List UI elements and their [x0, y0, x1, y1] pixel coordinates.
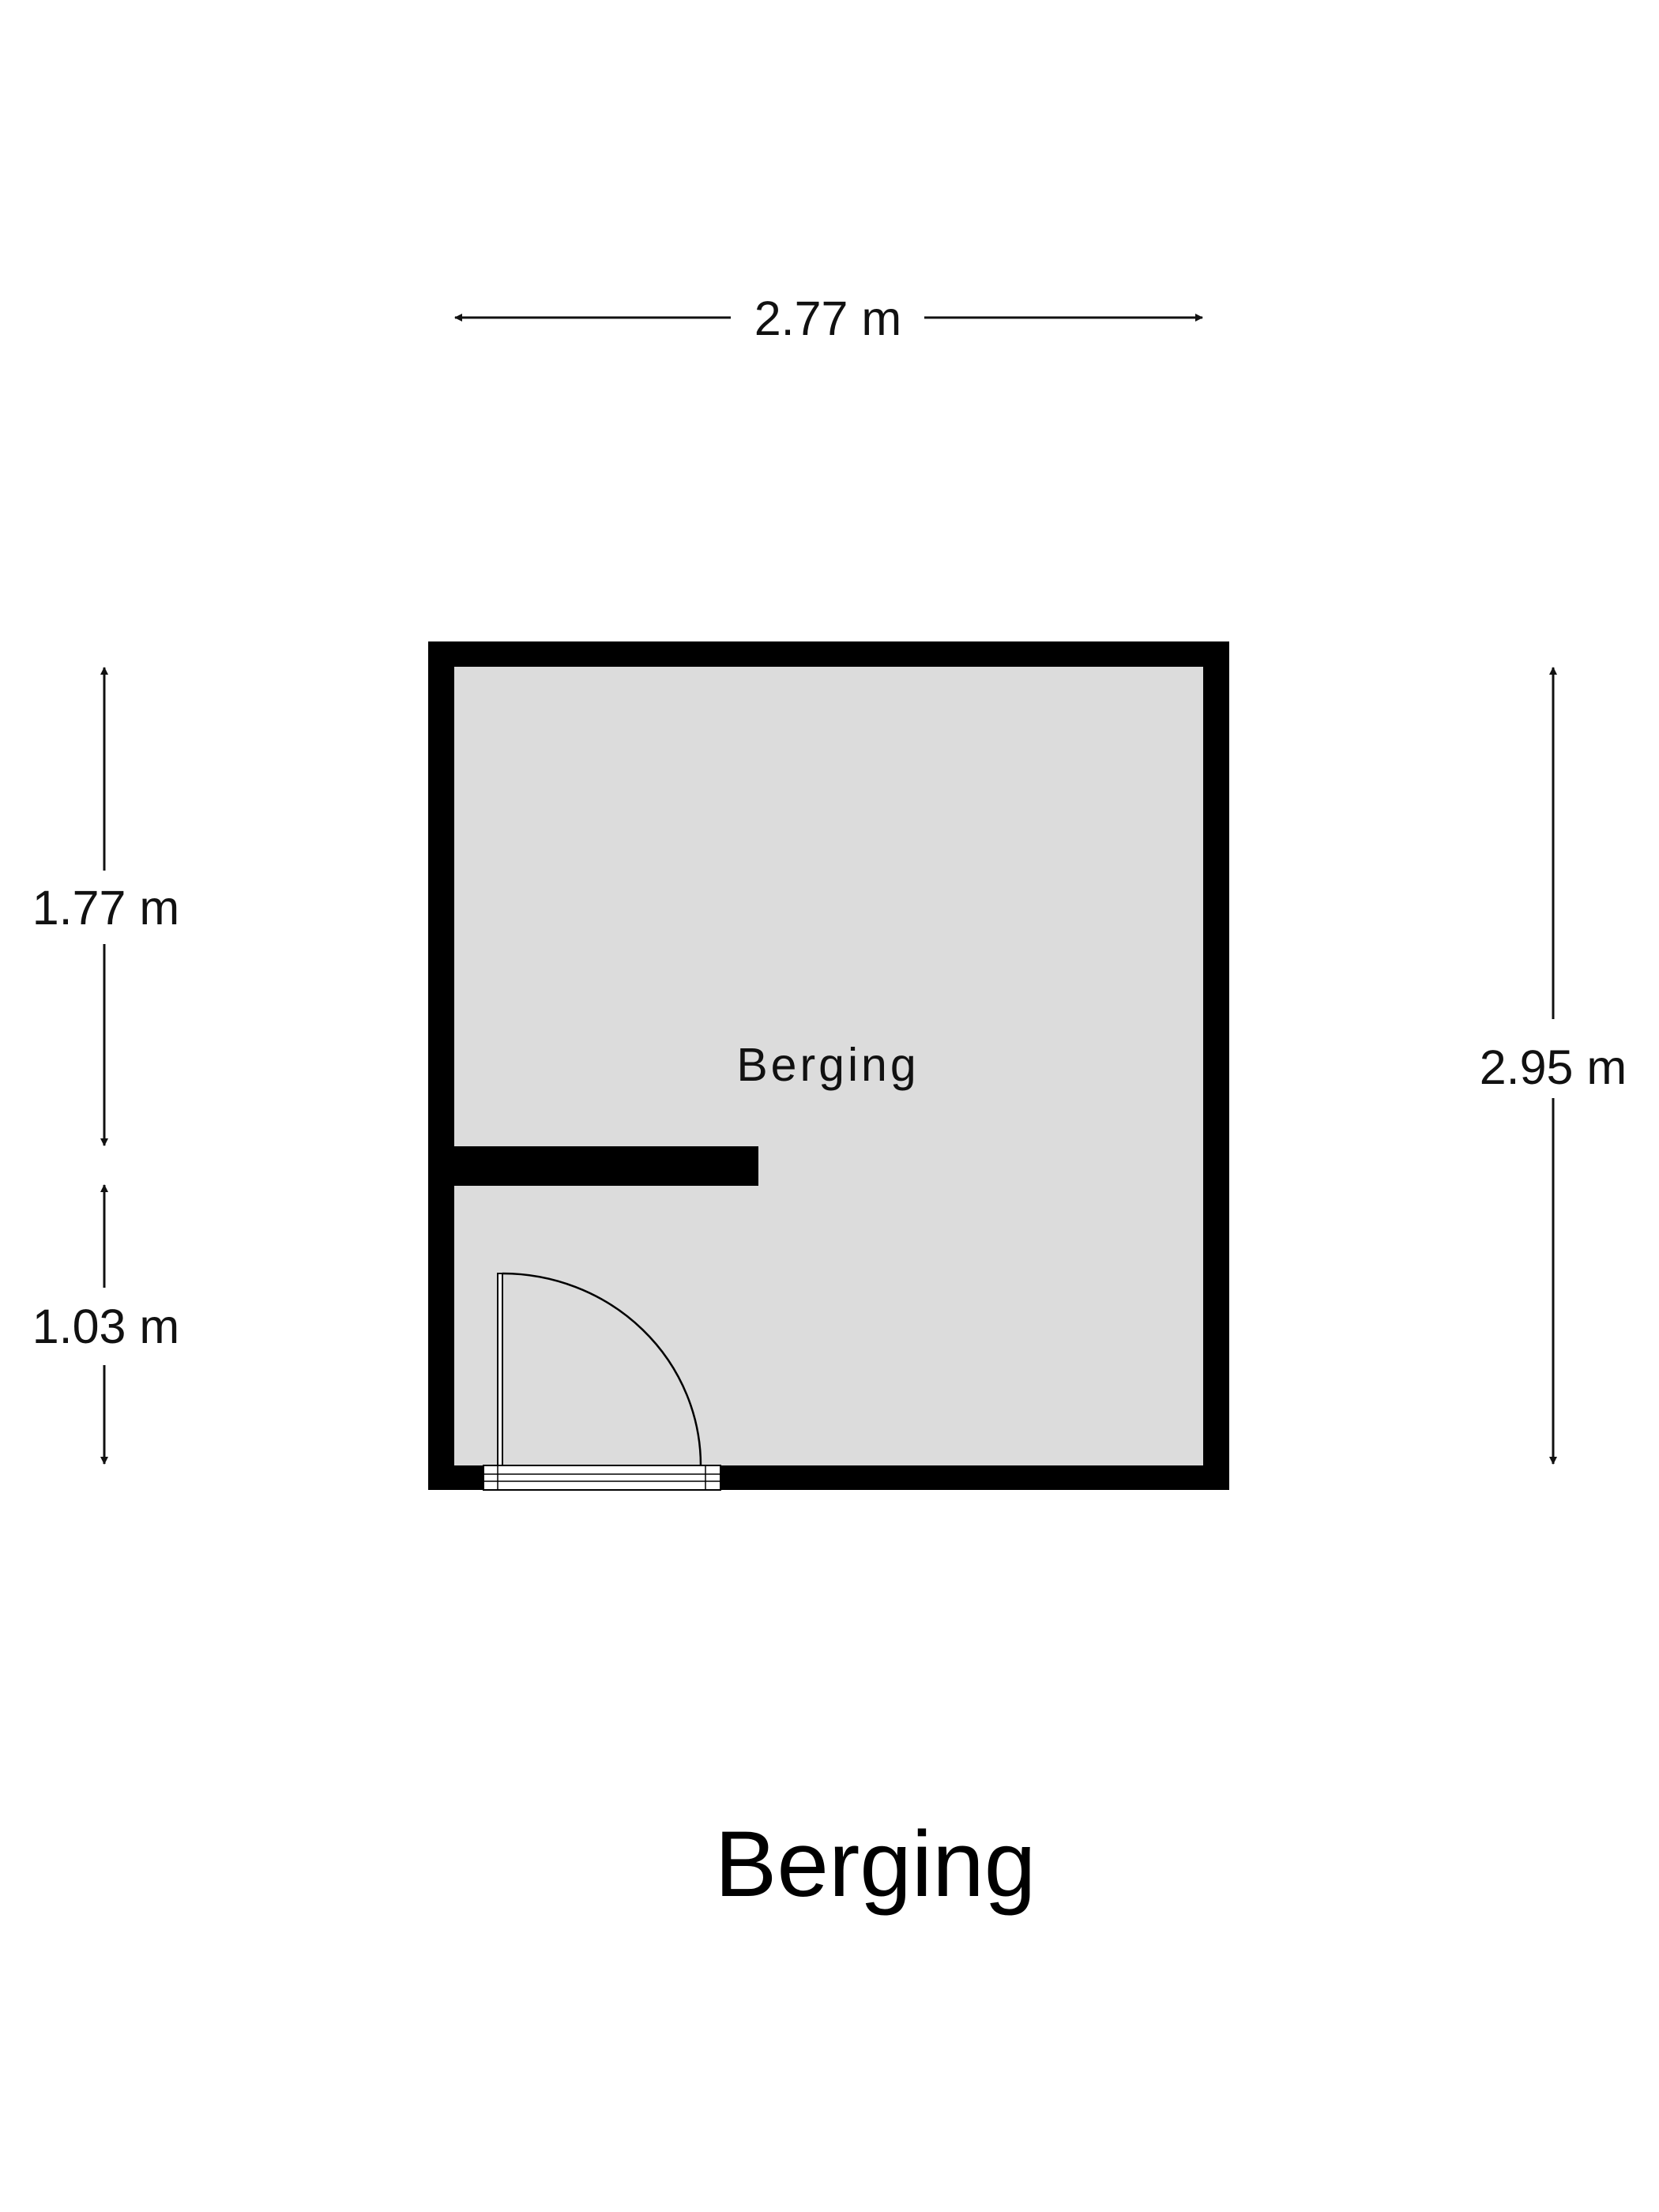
dimension-left-upper: 1.77 m — [32, 667, 180, 1146]
door-swing — [497, 1272, 702, 1466]
dimension-left-lower: 1.03 m — [32, 1184, 180, 1465]
door-leaf — [497, 1273, 503, 1466]
door-threshold — [483, 1465, 721, 1491]
wall-bottom-left — [428, 1465, 483, 1490]
dimension-right-height: 2.95 m — [1480, 667, 1627, 1465]
wall-top — [428, 641, 1229, 667]
wall-partition — [454, 1146, 758, 1186]
room-floor — [454, 665, 1205, 1465]
dimension-top-width-label: 2.77 m — [754, 292, 902, 345]
wall-left — [428, 641, 454, 1490]
walls — [428, 641, 1229, 1490]
dimension-left-upper-label: 1.77 m — [32, 881, 180, 935]
wall-right — [1203, 641, 1229, 1490]
door-swing-arc — [502, 1272, 702, 1466]
wall-bottom-right — [720, 1465, 1229, 1490]
dimension-top-width: 2.77 m — [454, 292, 1203, 345]
dimension-left-lower-label: 1.03 m — [32, 1300, 180, 1353]
dimension-right-height-label: 2.95 m — [1480, 1040, 1627, 1094]
room-label: Berging — [736, 1039, 919, 1091]
plan-title: Berging — [715, 1812, 1036, 1917]
